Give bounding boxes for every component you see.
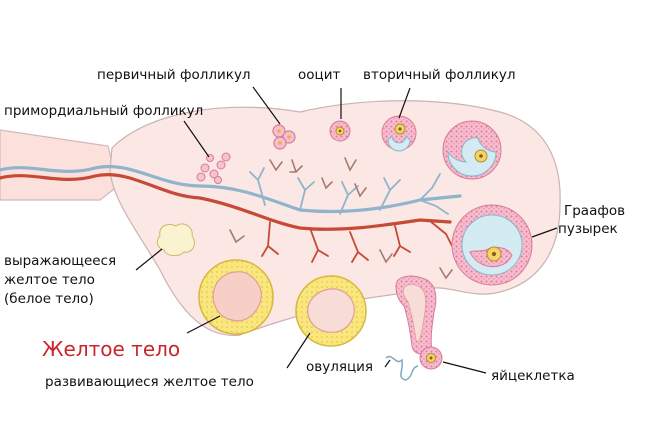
- label-ovulation: овуляция: [306, 359, 374, 375]
- ovulation-trail: [385, 355, 419, 381]
- secondary-follicle: [381, 115, 417, 152]
- label-regressing-line3: (белое тело): [4, 291, 94, 307]
- primary-follicles: [272, 124, 296, 150]
- mesovarium: [0, 129, 119, 201]
- label-primary-follicle: первичный фолликул: [97, 67, 251, 83]
- label-primordial-follicle: примордиальный фолликул: [4, 103, 204, 119]
- label-oocyte: ооцит: [298, 67, 341, 83]
- corpus-luteum: [198, 259, 274, 335]
- leader-lines: [135, 86, 558, 374]
- label-graafian-line1: Граафов: [564, 203, 626, 219]
- oocyte-follicle: [329, 120, 351, 142]
- label-regressing-line1: выражающееся: [4, 253, 117, 269]
- rupturing-follicle: [395, 275, 437, 355]
- egg-cell: [419, 346, 443, 370]
- developing-corpus-luteum: [295, 275, 367, 347]
- primordial-follicles: [196, 152, 231, 184]
- graafian-follicle: [451, 204, 533, 286]
- artery: [0, 173, 452, 231]
- blood-vessels: [0, 157, 462, 280]
- label-corpus-luteum: Желтое тело: [42, 337, 181, 361]
- vein: [0, 165, 462, 214]
- label-graafian-line2: пузырек: [558, 221, 618, 237]
- label-egg-cell: яйцеклетка: [491, 368, 575, 384]
- tertiary-follicle: [442, 120, 502, 180]
- label-regressing-line2: желтое тело: [4, 272, 95, 288]
- label-secondary-follicle: вторичный фолликул: [363, 67, 516, 83]
- label-developing-corpus-luteum: развивающиеся желтое тело: [45, 374, 254, 390]
